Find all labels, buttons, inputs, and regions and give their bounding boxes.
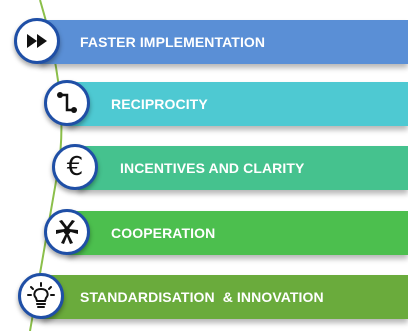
euro-icon: €	[66, 152, 84, 182]
item-icon-circle	[44, 209, 90, 255]
item-band-cooperation: COOPERATION	[68, 211, 408, 255]
item-band-faster-implementation: FASTER IMPLEMENTATION	[40, 20, 408, 64]
item-icon-circle	[18, 273, 64, 319]
item-band-reciprocity: RECIPROCITY	[68, 82, 408, 126]
workflow-steps-icon	[55, 91, 79, 115]
item-icon-circle	[44, 80, 90, 126]
fast-forward-icon	[26, 33, 48, 49]
hands-together-icon	[53, 218, 81, 246]
item-icon-circle: €	[52, 144, 98, 190]
item-label: RECIPROCITY	[111, 96, 208, 112]
item-label: STANDARDISATION & INNOVATION	[80, 289, 324, 305]
item-label: COOPERATION	[111, 225, 216, 241]
item-band-incentives-and-clarity: INCENTIVES AND CLARITY	[78, 146, 408, 190]
item-label: FASTER IMPLEMENTATION	[80, 34, 266, 50]
lightbulb-icon	[27, 282, 55, 310]
item-label: INCENTIVES AND CLARITY	[120, 160, 305, 176]
item-band-standardisation-innovation: STANDARDISATION & INNOVATION	[42, 275, 408, 319]
item-icon-circle	[14, 18, 60, 64]
